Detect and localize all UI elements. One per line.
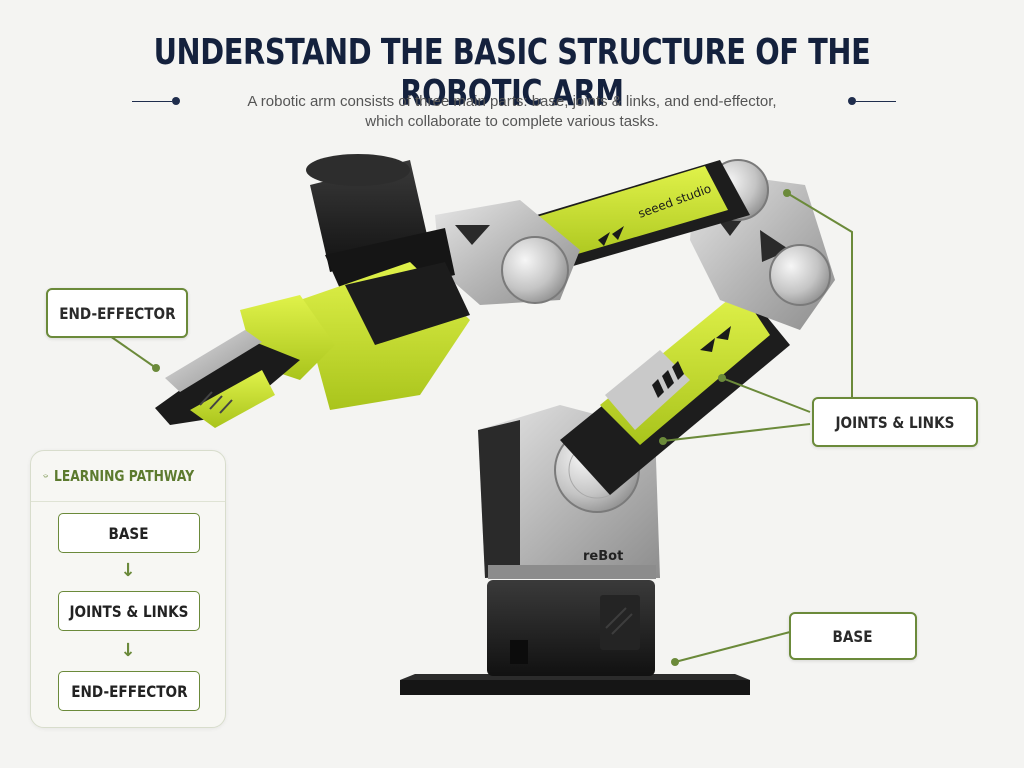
base-plate [400, 674, 750, 695]
callout-joints-links-label: JOINTS & LINKS [835, 412, 955, 432]
callout-end-effector-label: END-EFFECTOR [58, 303, 176, 323]
subtitle-dot-right [848, 97, 856, 105]
model-text: reBot [583, 549, 623, 564]
leader-dots [152, 189, 791, 666]
pathway-step-joints-links-label: JOINTS & LINKS [69, 601, 189, 621]
learning-pathway-title: LEARNING PATHWAY [54, 467, 195, 485]
leader-joints-mid [721, 377, 811, 413]
subtitle-rule-right [856, 101, 896, 102]
arrow-down-icon: ↓ [120, 560, 136, 581]
pathway-step-joints-links: JOINTS & LINKS [58, 591, 200, 631]
leader-base [674, 631, 791, 663]
gripper-body [240, 262, 470, 410]
lower-link [560, 290, 790, 495]
subtitle-rule-left [132, 101, 172, 102]
subtitle-dot-left [172, 97, 180, 105]
leader-lines [109, 192, 853, 663]
leader-end-effector [109, 335, 157, 369]
pathway-step-base-label: BASE [109, 523, 149, 543]
subtitle-line-1: A robotic arm consists of three main par… [247, 93, 777, 110]
arrow-down-icon: ↓ [120, 640, 136, 661]
learning-pathway-panel: LEARNING PATHWAY BASE ↓ JOINTS & LINKS ↓… [30, 450, 226, 728]
subtitle-line-2: which collaborate to complete various ta… [365, 113, 659, 130]
callout-end-effector: END-EFFECTOR [46, 288, 188, 338]
base-housing [487, 580, 655, 676]
callout-base: BASE [789, 612, 917, 660]
callout-base-label: BASE [833, 626, 873, 646]
wrist-joint [435, 200, 580, 305]
callout-joints-links: JOINTS & LINKS [812, 397, 978, 447]
pathway-step-base: BASE [58, 513, 200, 553]
learning-pathway-header: LEARNING PATHWAY [31, 451, 225, 502]
pathway-step-end-effector-label: END-EFFECTOR [70, 681, 188, 701]
gripper-fingers [155, 330, 300, 428]
pathway-step-end-effector: END-EFFECTOR [58, 671, 200, 711]
leader-joints-upper [786, 192, 853, 398]
leader-joints-lower [662, 423, 811, 442]
page-title: UNDERSTAND THE BASIC STRUCTURE OF THE RO… [153, 32, 871, 114]
graduation-cap-icon [43, 474, 49, 478]
